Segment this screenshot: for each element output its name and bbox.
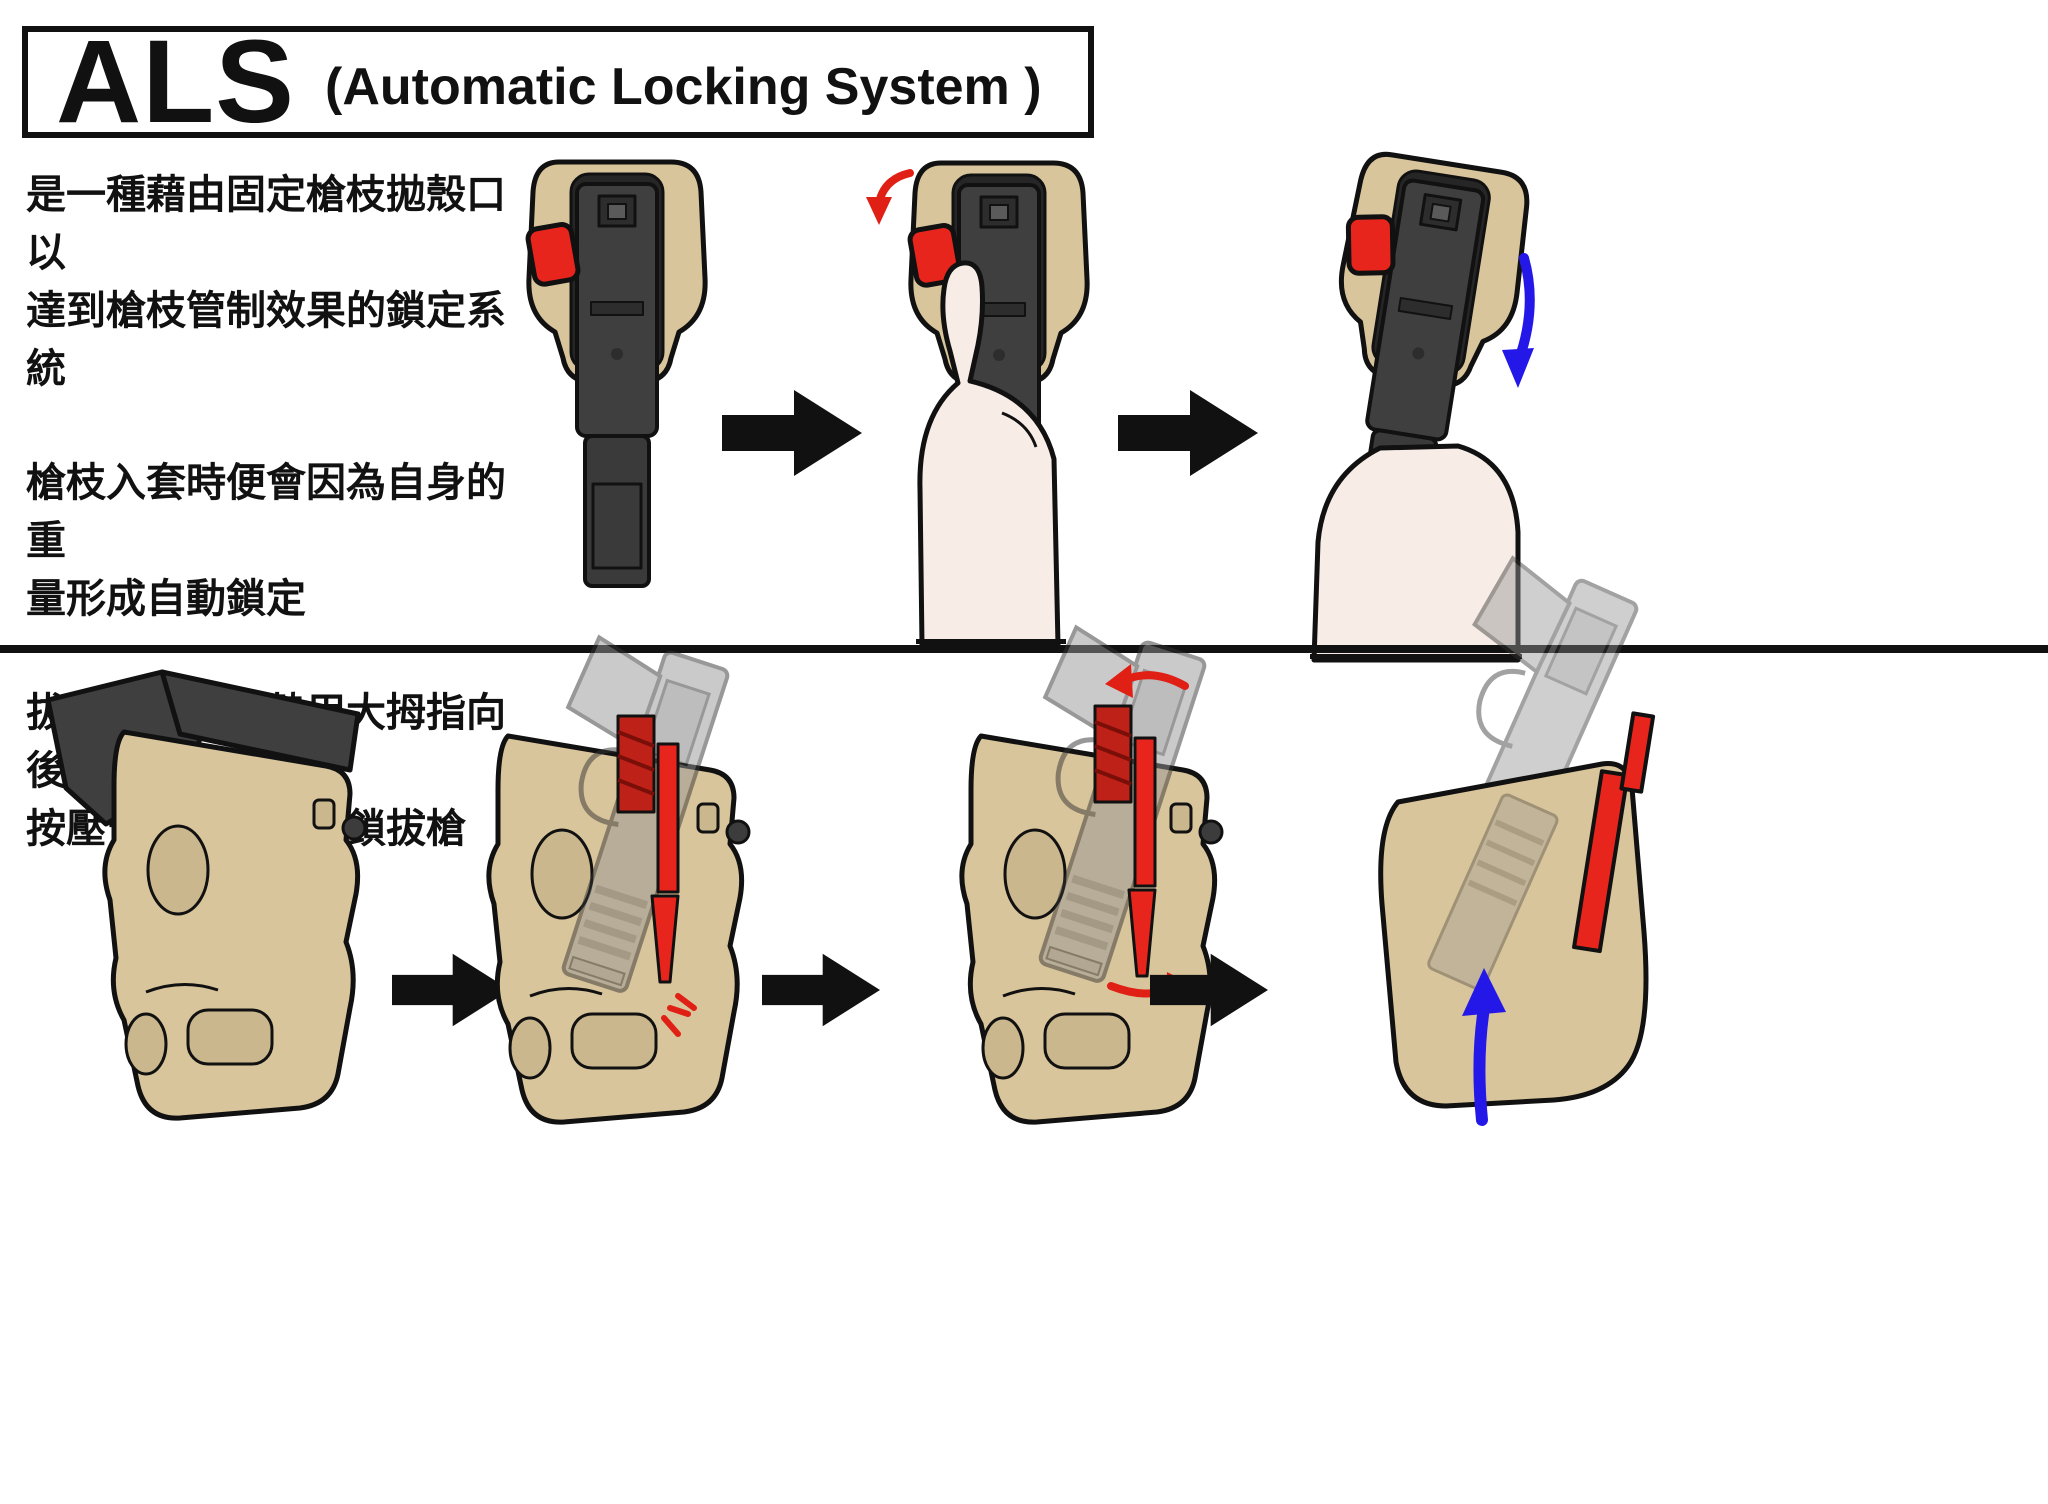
lock-wedge <box>650 894 680 984</box>
figure-draw-tilt-step3 <box>1262 140 1552 663</box>
arrow-right-icon <box>1150 950 1268 1030</box>
ghost-muzzle-in-holster <box>1427 793 1559 991</box>
hand <box>917 260 1061 648</box>
title-box: ALS (Automatic Locking System ) <box>22 16 1094 148</box>
lock-bar <box>1572 769 1630 954</box>
blue-up-arrowhead <box>1462 968 1506 1016</box>
als-lock-lever <box>1572 711 1656 954</box>
ghost-serrations <box>1467 819 1545 907</box>
wrist-baseline <box>916 639 1066 644</box>
als-lock-mechanism <box>1093 704 1157 978</box>
lock-hatch-lines <box>1094 720 1132 786</box>
figure-holstered-top-step1 <box>515 150 719 620</box>
blue-down-arrowhead <box>1502 348 1534 388</box>
figure-thumb-press-step2 <box>852 145 1112 648</box>
click-marks <box>661 993 697 1037</box>
lock-flag <box>1619 711 1656 794</box>
description-paragraph: 是一種藉由固定槍枝拋殼口以 達到槍枝管制效果的鎖定系統 <box>26 172 506 392</box>
page-title: ALS <box>56 16 295 148</box>
pistol-slide <box>159 669 361 773</box>
section-divider <box>0 645 2048 653</box>
lock-bar <box>656 742 680 894</box>
figure-draw-up <box>1270 560 1670 1160</box>
als-lock-mechanism <box>616 714 697 1037</box>
knuckle-line <box>1001 411 1038 448</box>
arrow-right-icon <box>1118 388 1258 478</box>
lock-wedge <box>1127 888 1157 978</box>
red-press-arrowhead <box>1105 664 1133 698</box>
figure-xray-unlock <box>885 652 1225 1132</box>
red-press-arrowhead <box>866 197 892 225</box>
arrow-right-icon <box>392 950 510 1030</box>
figure-holster-side-locked <box>20 658 380 1128</box>
arrow-right-icon <box>762 950 880 1030</box>
description-paragraph: 槍枝入套時便會因為自身的重 量形成自動鎖定 <box>26 460 506 622</box>
blue-up-arrow-icon <box>1473 1002 1490 1126</box>
hand <box>1311 443 1521 663</box>
arrow-right-icon <box>722 388 862 478</box>
lock-hatch-lines <box>617 730 655 796</box>
lock-bar <box>1133 736 1157 888</box>
wrist-baseline <box>1310 654 1522 659</box>
figure-xray-lock-engaged <box>412 652 752 1132</box>
page-subtitle: (Automatic Locking System ) <box>325 58 1042 116</box>
